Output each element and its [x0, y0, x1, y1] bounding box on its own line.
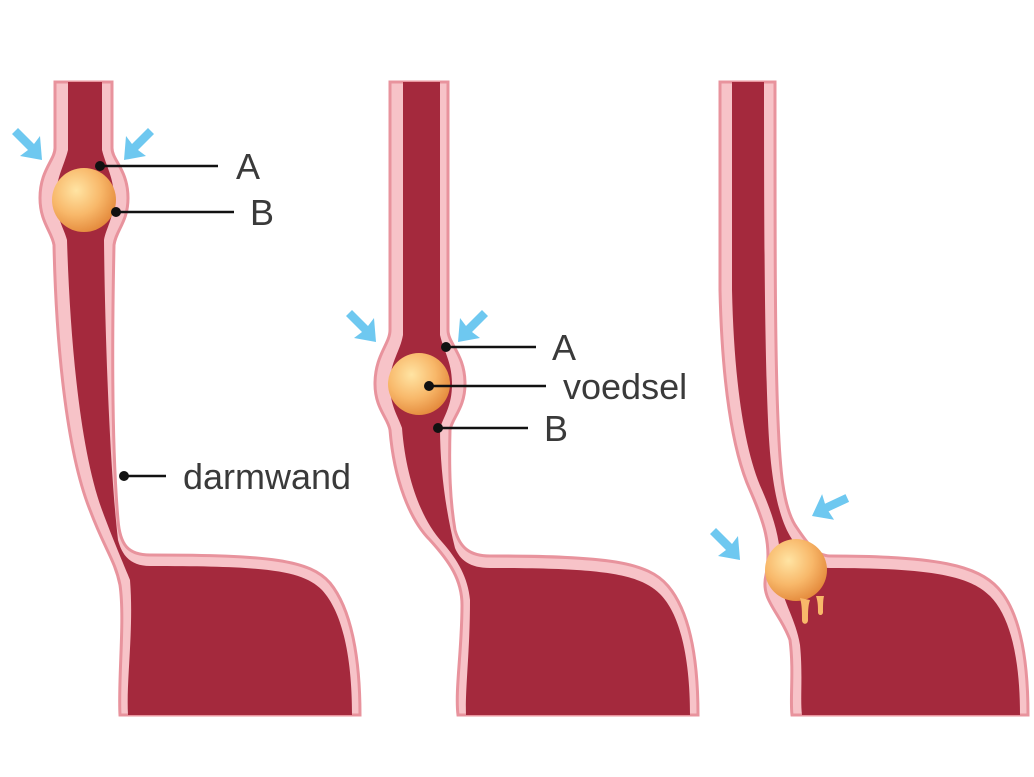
intestine-lumen — [56, 82, 352, 715]
label-a: A — [552, 327, 576, 368]
label-a: A — [236, 146, 260, 187]
arrow-down-right-icon — [710, 528, 740, 560]
panel-2: A voedsel B — [346, 80, 700, 717]
food-drips — [800, 596, 824, 624]
arrow-down-right-icon — [346, 310, 376, 342]
label-b: B — [544, 408, 568, 449]
food-bolus — [388, 353, 450, 415]
food-bolus — [765, 539, 827, 601]
label-darmwand: darmwand — [183, 456, 351, 497]
label-b: B — [250, 192, 274, 233]
arrow-down-right-icon — [12, 128, 42, 160]
dot-icon — [119, 471, 129, 481]
dot-icon — [95, 161, 105, 171]
intestine-lumen — [390, 82, 690, 715]
label-voedsel: voedsel — [563, 366, 687, 407]
panel-1: A B darmwand — [12, 80, 362, 717]
dot-icon — [111, 207, 121, 217]
dot-icon — [433, 423, 443, 433]
food-bolus — [52, 168, 116, 232]
panel-3 — [710, 80, 1030, 717]
dot-icon — [441, 342, 451, 352]
intestine-wall-outer — [38, 80, 362, 717]
arrow-down-left-icon — [458, 310, 488, 342]
arrow-down-icon — [812, 485, 852, 527]
dot-icon — [424, 381, 434, 391]
arrow-down-left-icon — [124, 128, 154, 160]
